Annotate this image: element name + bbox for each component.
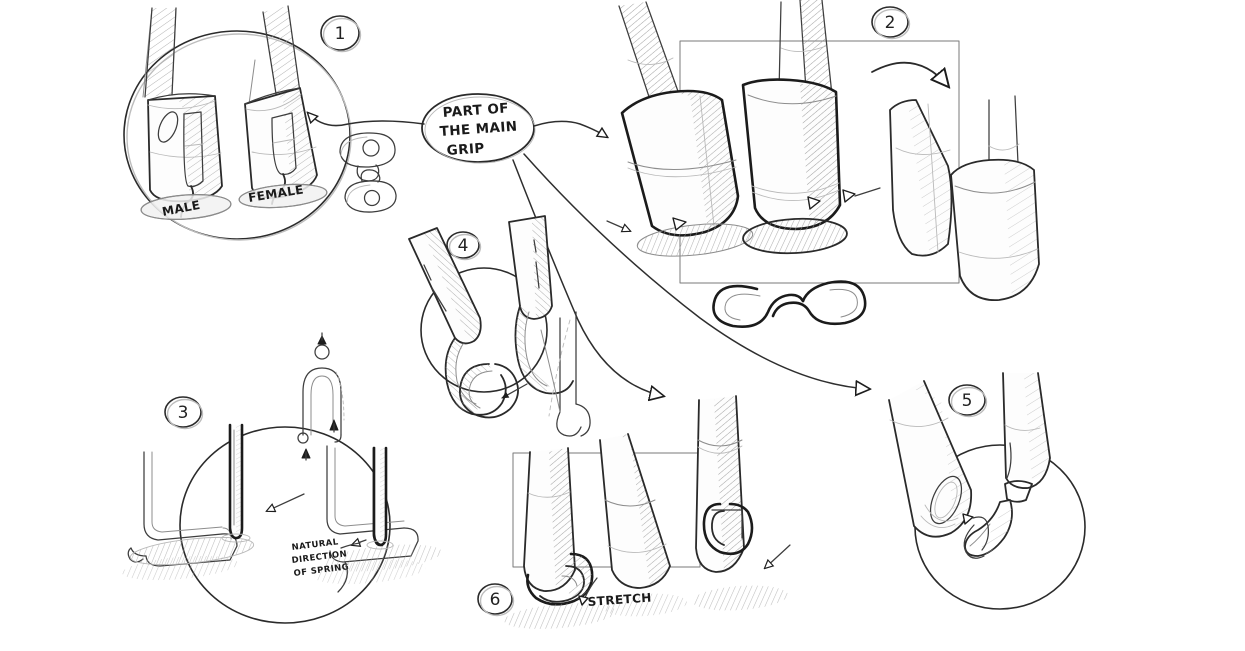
hook-arm-right bbox=[508, 215, 574, 395]
panel-1-circle bbox=[123, 30, 351, 240]
double-loop-clip bbox=[712, 280, 867, 328]
callout-line-2: THE MAIN bbox=[439, 119, 518, 140]
rotation-arrow bbox=[871, 61, 948, 86]
leader-to-panel5 bbox=[523, 153, 869, 389]
panel-1-circle-ghost bbox=[126, 33, 352, 241]
leader-callout-to-panel2 bbox=[533, 120, 607, 137]
keyed-washer-pair bbox=[339, 132, 397, 213]
panel-6-number: 6 bbox=[490, 590, 501, 610]
panel-4-circle bbox=[420, 267, 548, 393]
callout-main-grip: PART OF THE MAIN GRIP bbox=[421, 93, 536, 164]
grip-sleeve-left bbox=[618, 1, 754, 257]
panel-3-number-badge: 3 bbox=[164, 396, 204, 430]
panel-4-group: 4 bbox=[408, 215, 591, 437]
panel-1-group: 1 bbox=[123, 5, 397, 241]
hook-arm-left bbox=[408, 227, 507, 416]
male-connector bbox=[140, 7, 232, 220]
panel-1-number: 1 bbox=[335, 24, 346, 44]
panel-6-number-badge: 6 bbox=[477, 583, 515, 617]
socket-tube bbox=[888, 380, 973, 538]
female-connector bbox=[238, 5, 328, 209]
panel-3-circle bbox=[179, 426, 391, 624]
panel-2-group: 2 bbox=[618, 0, 1040, 328]
spring-assembly-left bbox=[122, 451, 255, 581]
spring-assembly-right bbox=[314, 445, 442, 584]
panel-5-number-badge: 5 bbox=[948, 384, 988, 418]
panel-3-group: NATURAL DIRECTION OF SPRING 3 bbox=[122, 332, 442, 624]
callout-line-1: PART OF bbox=[442, 100, 509, 121]
callout-line-3: GRIP bbox=[446, 140, 485, 159]
tube-with-inserted-loop bbox=[692, 395, 791, 611]
leader-callout-to-panel6 bbox=[512, 159, 663, 396]
stretch-annotation: STRETCH bbox=[578, 577, 652, 609]
panel-4-number: 4 bbox=[458, 236, 469, 256]
panel-6-group: STRETCH 6 bbox=[477, 395, 791, 629]
tube-center bbox=[599, 433, 687, 617]
grip-sleeve-right-pair bbox=[889, 95, 1040, 301]
panel-5-number: 5 bbox=[962, 391, 973, 411]
interlock-loop bbox=[459, 363, 528, 419]
grip-sleeve-center bbox=[741, 0, 881, 255]
panel-3-number: 3 bbox=[178, 403, 189, 423]
insert-tool bbox=[962, 372, 1051, 559]
panel-2-number-badge: 2 bbox=[871, 6, 911, 40]
label-stretch: STRETCH bbox=[587, 591, 652, 609]
panel-1-number-badge: 1 bbox=[320, 15, 362, 53]
u-spring-study bbox=[297, 332, 345, 461]
panel-2-number: 2 bbox=[885, 13, 896, 33]
leader-callout-to-panel1 bbox=[308, 113, 425, 127]
center-post bbox=[221, 423, 305, 543]
panel-5-group: 5 bbox=[888, 372, 1086, 610]
tube-with-elastic bbox=[504, 447, 616, 629]
panel-4-number-badge: 4 bbox=[446, 231, 482, 261]
arrow-into-panel2 bbox=[606, 220, 630, 231]
side-reference-tube bbox=[540, 311, 591, 437]
